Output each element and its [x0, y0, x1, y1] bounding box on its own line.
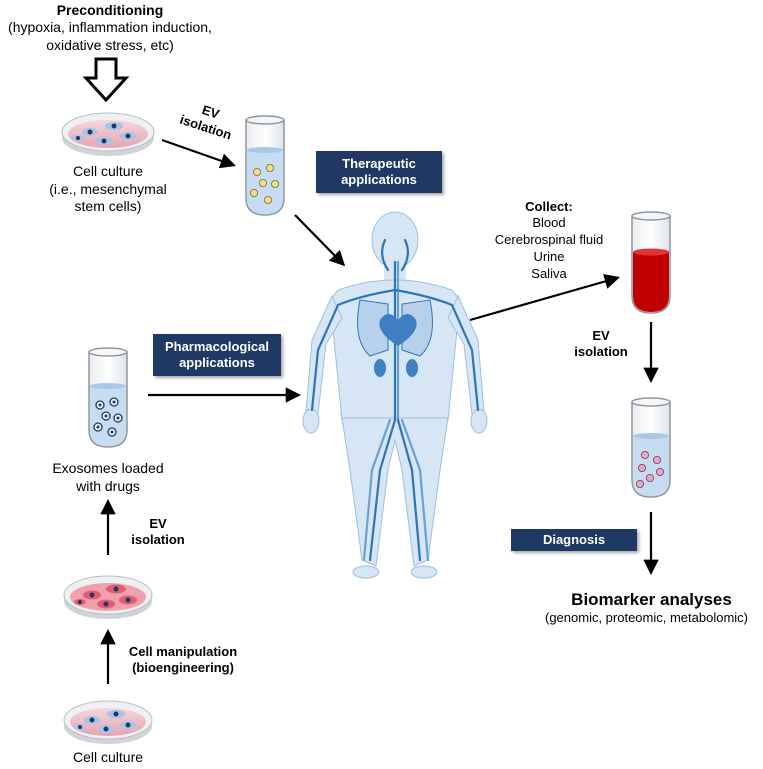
arrow-body-to-blood-tube — [469, 273, 620, 322]
pharmacological-applications-box: Pharmacological applications — [153, 334, 281, 376]
collect-item-csf: Cerebrospinal fluid — [494, 231, 604, 247]
biomarker-title: Biomarker analyses — [571, 590, 732, 609]
diagnosis-box: Diagnosis — [511, 529, 637, 551]
cell-culture-top-label: Cell culture (i.e., mesenchymal stem cel… — [49, 163, 167, 214]
cell-manipulation-label: Cell manipulation (bioengineering) — [128, 644, 238, 676]
petri-dish-top — [61, 112, 155, 156]
petri-dish-manipulated — [63, 575, 153, 619]
tube-top — [245, 115, 285, 216]
collect-item-urine: Urine — [533, 248, 565, 264]
preconditioning-arrow — [82, 57, 130, 103]
collect-item-saliva: Saliva — [531, 265, 567, 281]
therapeutic-applications-box: Therapeutic applications — [316, 151, 442, 193]
tube-drugs — [88, 347, 128, 448]
arrow-tube-to-body — [294, 214, 346, 267]
blood-tube — [631, 211, 671, 314]
biomarker-detail: (genomic, proteomic, metabolomic) — [544, 610, 749, 625]
ev-isolation-right-label: EV isolation — [574, 328, 628, 360]
tube-right — [631, 397, 671, 498]
collect-item-blood: Blood — [532, 215, 566, 230]
arrow-dish-to-tube — [161, 138, 236, 169]
preconditioning-detail: (hypoxia, inflammation induction, oxidat… — [8, 19, 212, 53]
petri-dish-bottom — [63, 700, 153, 744]
exosomes-label: Exosomes loaded with drugs — [52, 460, 164, 494]
human-body-figure — [302, 211, 488, 579]
collect-list: Blood Cerebrospinal fluid Urine Saliva — [474, 215, 624, 283]
ev-isolation-left-label: EV isolation — [131, 516, 185, 548]
collect-title: Collect: — [525, 199, 573, 214]
cell-culture-bottom-label: Cell culture — [72, 749, 144, 765]
preconditioning-title: Preconditioning — [56, 2, 164, 18]
